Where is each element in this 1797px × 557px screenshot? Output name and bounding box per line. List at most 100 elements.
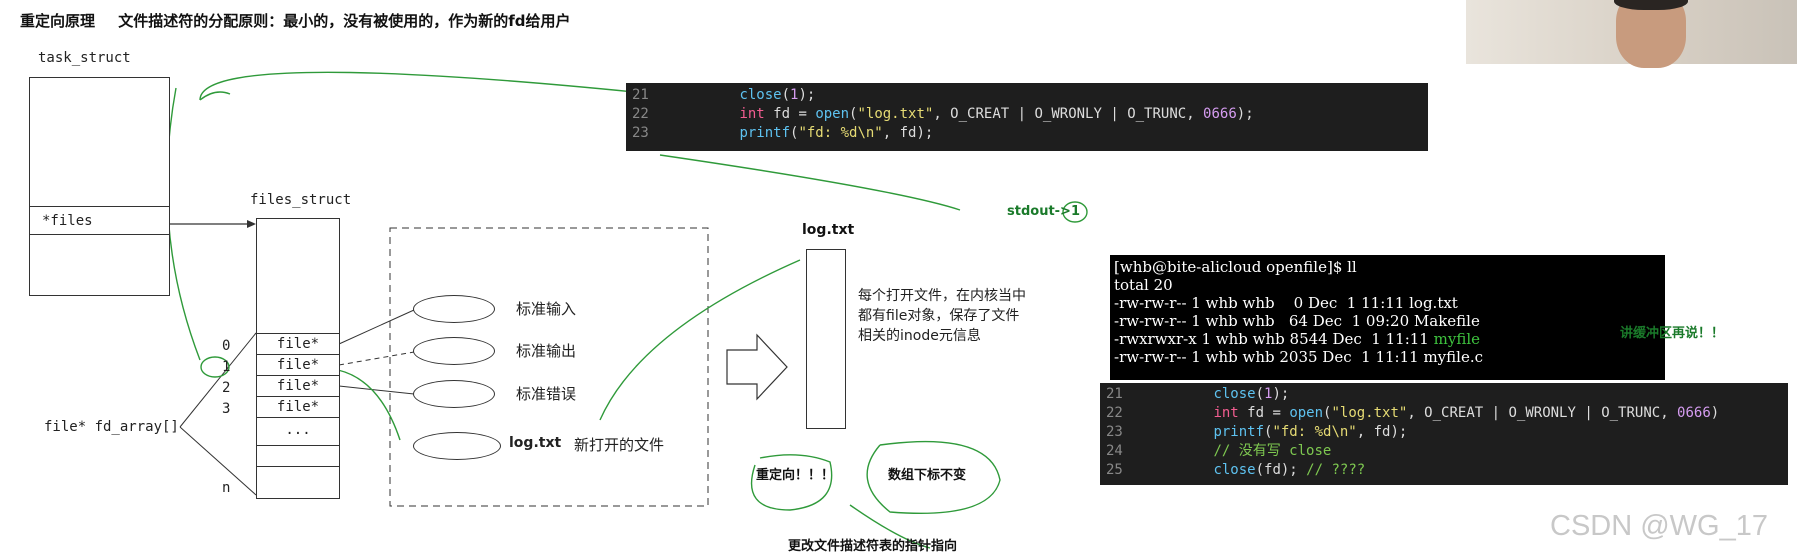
code-token: close: [739, 87, 782, 103]
code-token: 0666: [1203, 106, 1237, 122]
terminal-line: -rw-rw-r-- 1 whb whb 0 Dec 1 11:11 log.t…: [1114, 294, 1458, 312]
presenter-face: [1616, 0, 1686, 68]
note-index-same: 数组下标不变: [888, 468, 967, 483]
code-token: open: [815, 106, 850, 122]
file-object-description: 每个打开文件，在内核当中都有file对象，保存了文件相关的inode元信息: [858, 288, 1026, 344]
fd-index-1: 1: [222, 359, 231, 375]
stdout-label: 标准输出: [516, 342, 577, 360]
code-token: , fd);: [1356, 424, 1408, 440]
stdin-label: 标准输入: [516, 300, 577, 318]
code-token: // ????: [1306, 462, 1366, 478]
note-stdout: stdout->1: [1007, 204, 1080, 219]
code-snippet-bottom: 21 close(1);22 int fd = open("log.txt", …: [1100, 383, 1788, 485]
terminal-ls-output: [whb@bite-alicloud openfile]$ ll total 2…: [1110, 255, 1665, 380]
code-token: 1: [1264, 386, 1273, 402]
code-token: );: [798, 87, 816, 103]
code-token: "fd: %d\n": [1272, 424, 1357, 440]
line-number: 21: [632, 87, 649, 103]
fd-index-0: 0: [222, 338, 231, 354]
csdn-watermark: CSDN @WG_17: [1550, 510, 1768, 542]
line-number: 23: [1106, 424, 1123, 440]
code-line: 21 close(1);: [626, 86, 1428, 105]
code-token: // 没有写 close: [1213, 443, 1332, 459]
task-struct-divider: [30, 234, 169, 235]
code-token: (: [1255, 386, 1265, 402]
webcam-overlay: [1466, 0, 1797, 68]
terminal-line: -rw-rw-r-- 1 whb whb 64 Dec 1 09:20 Make…: [1114, 312, 1480, 330]
files-struct-box: file* file* file* file* ...: [256, 218, 340, 499]
title-fd-rule: 文件描述符的分配原则：最小的，没有被使用的，作为新的fd给用户: [118, 12, 571, 30]
fd-slot: file*: [257, 354, 339, 376]
fd-slot: ...: [257, 417, 339, 446]
stdin-ellipse: [413, 295, 495, 323]
code-token: "log.txt": [857, 106, 934, 122]
code-token: close: [1213, 462, 1256, 478]
logtxt-ellipse-label: log.txt: [509, 435, 562, 451]
terminal-line: -rw-rw-r-- 1 whb whb 2035 Dec 1 11:11 my…: [1114, 348, 1483, 366]
code-token: "log.txt": [1331, 405, 1408, 421]
stderr-label: 标准错误: [516, 385, 577, 403]
code-token: int: [1213, 405, 1239, 421]
line-number: 25: [1106, 462, 1123, 478]
fd-slot: file*: [257, 375, 339, 397]
line-number: 24: [1106, 443, 1123, 459]
code-token: );: [1236, 106, 1254, 122]
fd-array-label: file* fd_array[]: [44, 419, 179, 435]
code-token: );: [1272, 386, 1290, 402]
code-token: 0666: [1677, 405, 1711, 421]
code-token: (: [1323, 405, 1332, 421]
stdout-ellipse: [413, 337, 495, 365]
note-buffer: 讲缓冲区再说！！: [1620, 326, 1725, 341]
note-redirect: 重定向！！！: [756, 468, 835, 483]
fd-slot: file*: [257, 396, 339, 418]
logtxt-ellipse: [413, 432, 501, 460]
code-token: open: [1289, 405, 1324, 421]
code-line: 22 int fd = open("log.txt", O_CREAT | O_…: [1100, 404, 1788, 423]
code-bottom-lines: 21 close(1);22 int fd = open("log.txt", …: [1100, 385, 1788, 480]
code-token: printf: [1213, 424, 1265, 440]
code-token: , fd);: [882, 125, 934, 141]
code-line: 23 printf("fd: %d\n", fd);: [626, 124, 1428, 143]
log-file-block: [806, 249, 846, 429]
stderr-ellipse: [413, 380, 495, 408]
code-token: , O_CREAT | O_WRONLY | O_TRUNC,: [1407, 405, 1678, 421]
code-token: (: [849, 106, 858, 122]
code-token: int: [739, 106, 765, 122]
fd-index-n: n: [222, 480, 231, 496]
task-struct-box: *files: [29, 77, 170, 296]
code-snippet-top: 21 close(1);22 int fd = open("log.txt", …: [626, 83, 1428, 151]
code-line: 22 int fd = open("log.txt", O_CREAT | O_…: [626, 105, 1428, 124]
code-token: close: [1213, 386, 1256, 402]
fd-slot: [257, 466, 339, 498]
code-line: 23 printf("fd: %d\n", fd);: [1100, 423, 1788, 442]
code-line: 21 close(1);: [1100, 385, 1788, 404]
line-number: 21: [1106, 386, 1123, 402]
note-pointer: 更改文件描述符表的指针指向: [788, 539, 958, 554]
title-redirect-principle: 重定向原理: [20, 12, 96, 30]
code-token: fd =: [764, 106, 816, 122]
files-field-label: *files: [42, 213, 93, 229]
line-number: 22: [1106, 405, 1123, 421]
code-token: printf: [739, 125, 791, 141]
terminal-line: [whb@bite-alicloud openfile]$ ll: [1114, 258, 1357, 276]
fd-slot: [257, 445, 339, 467]
new-file-label: 新打开的文件: [574, 436, 665, 454]
line-number: 22: [632, 106, 649, 122]
fd-index-3: 3: [222, 401, 231, 417]
terminal-exe-name: myfile: [1433, 330, 1481, 348]
code-line: 24 // 没有写 close: [1100, 442, 1788, 461]
presenter-hair: [1614, 0, 1688, 10]
code-token: (fd);: [1255, 462, 1307, 478]
page-title: 重定向原理 文件描述符的分配原则：最小的，没有被使用的，作为新的fd给用户: [20, 10, 589, 31]
code-token: "fd: %d\n": [798, 125, 883, 141]
code-token: , O_CREAT | O_WRONLY | O_TRUNC,: [933, 106, 1204, 122]
task-struct-files-field: *files: [30, 206, 169, 235]
code-line: 25 close(fd); // ????: [1100, 461, 1788, 480]
fd-index-2: 2: [222, 380, 231, 396]
files-struct-label: files_struct: [250, 192, 352, 208]
code-token: ): [1710, 405, 1720, 421]
task-struct-label: task_struct: [38, 50, 131, 66]
code-token: (: [781, 87, 791, 103]
fd-slot: file*: [257, 333, 339, 355]
